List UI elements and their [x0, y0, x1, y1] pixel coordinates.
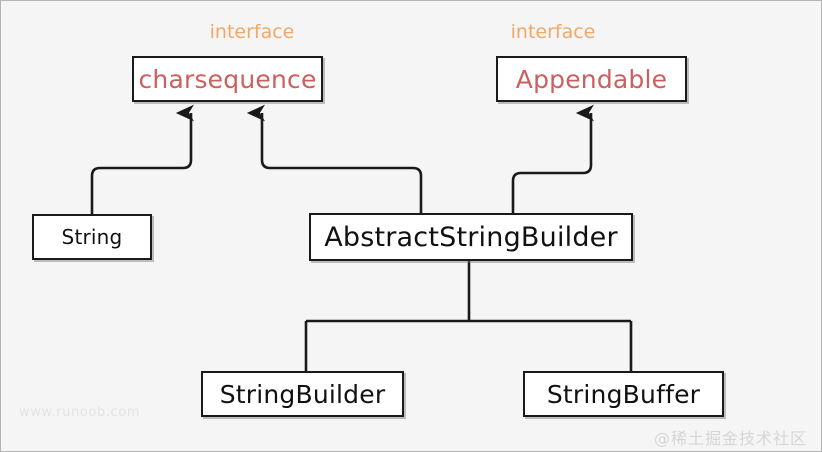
stereotype-text: interface	[209, 21, 295, 43]
edge-abstractstringbuilder-implements-charsequence	[246, 104, 423, 213]
edge-abstractstringbuilder-implements-appendable	[511, 104, 595, 213]
stereotype-label-appendable: interface	[498, 21, 608, 43]
watermark-community: @稀土掘金技术社区	[653, 429, 807, 448]
edge-string-implements-charsequence	[90, 104, 195, 214]
stereotype-text: interface	[510, 21, 596, 43]
node-appendable[interactable]: Appendable	[496, 56, 687, 102]
node-label: StringBuilder	[219, 379, 386, 409]
node-label: charsequence	[138, 64, 317, 94]
node-label: AbstractStringBuilder	[324, 221, 618, 253]
stereotype-label-charsequence: interface	[197, 21, 307, 43]
node-label: StringBuffer	[546, 379, 701, 409]
node-string-buffer[interactable]: StringBuffer	[523, 371, 724, 417]
node-charsequence[interactable]: charsequence	[132, 56, 323, 102]
node-label: Appendable	[515, 64, 668, 94]
watermark-source-site: www.runoob.com	[19, 405, 141, 420]
node-abstract-string-builder[interactable]: AbstractStringBuilder	[309, 213, 633, 261]
node-string-builder[interactable]: StringBuilder	[201, 371, 404, 417]
edge-abstractstringbuilder-subclasses-connector	[304, 261, 633, 371]
node-label: String	[61, 225, 123, 249]
node-string[interactable]: String	[32, 214, 152, 260]
